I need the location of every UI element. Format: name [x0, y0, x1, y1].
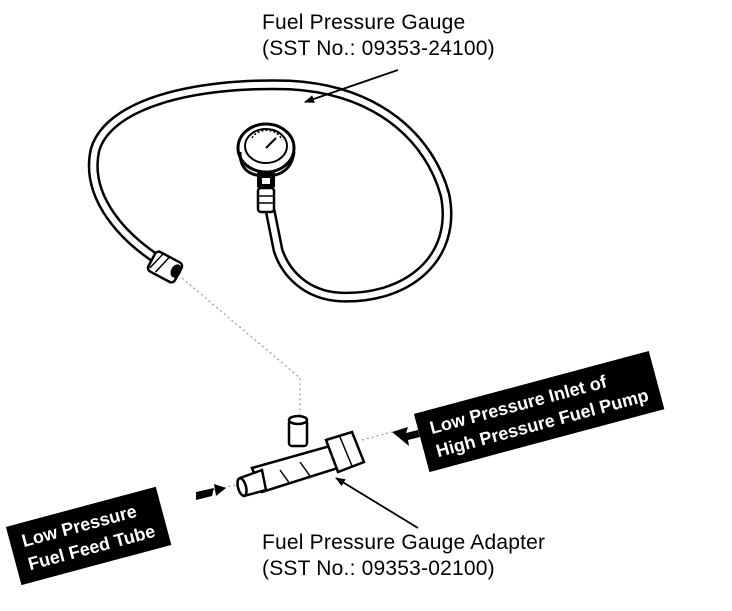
hose-end-fitting — [146, 250, 184, 284]
adapter-caption: Fuel Pressure Gauge Adapter (SST No.: 09… — [262, 530, 545, 582]
gauge-adapter — [236, 414, 366, 498]
adapter-sst-label: (SST No.: 09353-02100) — [262, 557, 495, 580]
pressure-gauge — [236, 122, 296, 214]
connection-guides — [181, 277, 393, 491]
adapter-name-label: Fuel Pressure Gauge Adapter — [262, 531, 546, 554]
gauge-caption: Fuel Pressure Gauge (SST No.: 09353-2410… — [262, 10, 495, 62]
gauge-name-label: Fuel Pressure Gauge — [262, 11, 466, 34]
flow-arrows — [196, 427, 420, 500]
hose-loop — [87, 79, 453, 303]
gauge-sst-label: (SST No.: 09353-24100) — [262, 37, 495, 60]
leader-lines — [304, 69, 419, 529]
